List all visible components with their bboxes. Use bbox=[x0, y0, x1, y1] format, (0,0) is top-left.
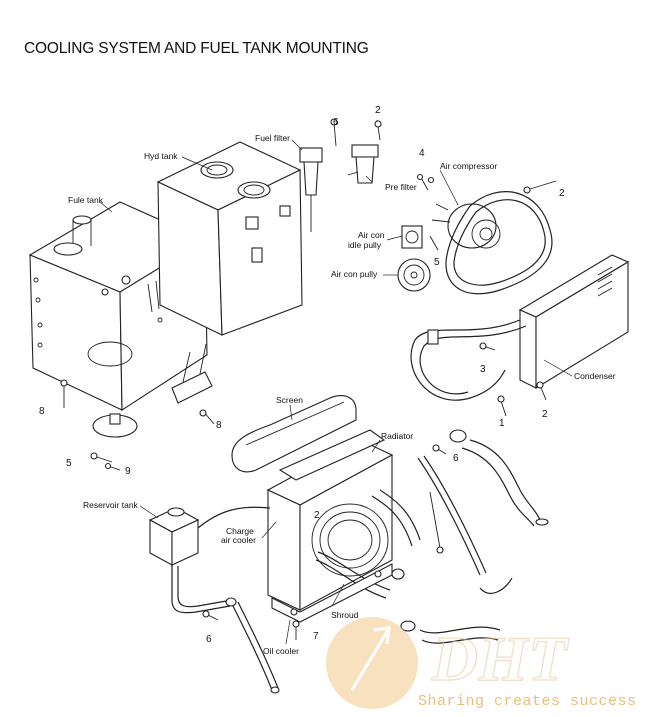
callout-6-fuel-filter: 6 bbox=[333, 117, 339, 128]
label-fule-tank: Fule tank bbox=[68, 195, 104, 205]
label-shroud: Shroud bbox=[331, 610, 359, 620]
watermark-logo-text: DHT bbox=[431, 623, 570, 694]
radiator-assembly bbox=[266, 429, 421, 623]
callout-2-pre-filter: 2 bbox=[375, 105, 381, 116]
callout-5-tank: 5 bbox=[66, 458, 72, 469]
callout-2-compressor: 2 bbox=[559, 188, 565, 199]
screen bbox=[231, 395, 357, 473]
label-hyd-tank: Hyd tank bbox=[144, 151, 178, 161]
callout-8-right: 8 bbox=[216, 420, 222, 431]
label-reservoir-tank: Reservoir tank bbox=[83, 500, 139, 510]
callout-2-condenser: 2 bbox=[542, 409, 548, 420]
callout-6-radiator: 6 bbox=[453, 453, 459, 464]
air-compressor bbox=[416, 173, 557, 249]
label-air-con-pully: Air con pully bbox=[331, 269, 378, 279]
label-fuel-filter: Fuel filter bbox=[255, 133, 290, 143]
label-oil-cooler: Oil cooler bbox=[263, 646, 299, 656]
fuel-filter bbox=[299, 118, 338, 232]
callout-2-screen: 2 bbox=[314, 510, 320, 521]
callout-5-idle: 5 bbox=[434, 257, 440, 268]
callout-1: 1 bbox=[499, 418, 505, 429]
label-charge-1: Charge bbox=[226, 526, 254, 536]
callout-9: 9 bbox=[125, 466, 131, 477]
drive-belt bbox=[445, 191, 553, 295]
reservoir-tank bbox=[148, 506, 271, 614]
callout-7: 7 bbox=[313, 631, 319, 642]
label-condenser: Condenser bbox=[574, 371, 616, 381]
air-con-pulley bbox=[397, 258, 431, 292]
callout-6-bottom: 6 bbox=[206, 634, 212, 645]
label-air-con-idle-1: Air con bbox=[358, 230, 385, 240]
callout-numbers: 6 2 4 5 2 3 1 2 8 8 5 9 6 2 6 7 bbox=[39, 105, 565, 645]
air-con-idle-pulley bbox=[401, 225, 439, 251]
watermark-logo: DHT bbox=[326, 617, 571, 709]
radiator-hoses bbox=[391, 429, 549, 644]
condenser bbox=[410, 254, 630, 417]
label-air-compressor: Air compressor bbox=[440, 161, 497, 171]
diagram-title: COOLING SYSTEM AND FUEL TANK MOUNTING bbox=[24, 40, 369, 57]
label-air-con-idle-2: idle pully bbox=[348, 240, 382, 250]
label-screen: Screen bbox=[276, 395, 303, 405]
label-charge-2: air cooler bbox=[221, 535, 256, 545]
label-radiator: Radiator bbox=[381, 431, 413, 441]
oil-cooler-line bbox=[202, 597, 300, 694]
callout-3: 3 bbox=[480, 364, 486, 375]
callout-4: 4 bbox=[419, 148, 425, 159]
part-labels: Fuel filter Hyd tank Pre filter Fule tan… bbox=[68, 133, 616, 656]
label-pre-filter: Pre filter bbox=[385, 182, 417, 192]
hydraulic-tank bbox=[156, 141, 303, 425]
leader-lines bbox=[99, 139, 573, 645]
watermark-slogan: Sharing creates success bbox=[418, 693, 637, 710]
callout-8-left: 8 bbox=[39, 406, 45, 417]
pre-filter bbox=[347, 119, 382, 184]
